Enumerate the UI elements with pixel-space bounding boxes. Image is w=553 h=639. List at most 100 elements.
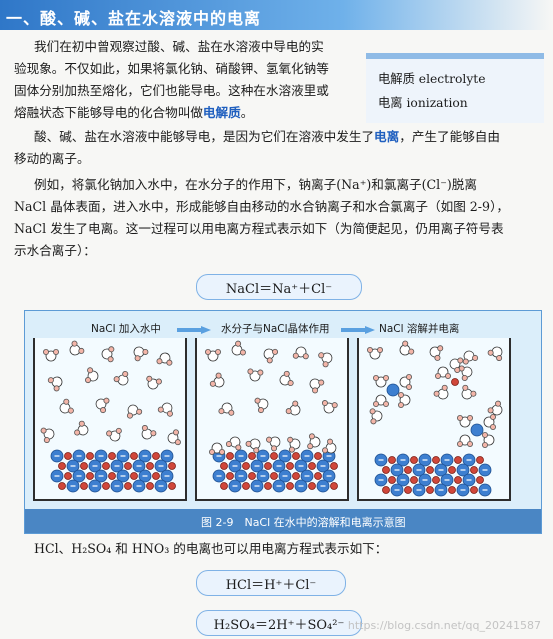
minus-sign	[76, 455, 82, 457]
sodium-ion	[264, 462, 272, 470]
oxygen-atom	[279, 374, 291, 386]
hydrogen-atom	[146, 375, 153, 382]
hydrogen-atom	[254, 397, 261, 404]
minus-sign	[378, 479, 384, 481]
hydrogen-atom	[288, 446, 295, 453]
hydrogen-atom	[205, 349, 211, 355]
sodium-ion	[410, 476, 418, 484]
water-molecule	[106, 427, 122, 442]
hydrogen-atom	[157, 406, 164, 413]
minus-sign	[444, 479, 450, 481]
figure-caption: 图 2-9 NaCl 在水中的溶解和电离示意图	[201, 516, 406, 529]
minus-sign	[326, 475, 332, 477]
hydrogen-atom	[266, 436, 273, 443]
minus-sign	[466, 459, 472, 461]
water-molecule	[74, 420, 89, 436]
hydrogen-atom	[136, 408, 143, 415]
oxygen-atom	[161, 402, 173, 414]
term-electrolyte: 电解质	[202, 105, 241, 120]
sodium-ion	[404, 486, 412, 494]
paragraph-1-line-4-text: 熔融状态下能够导电的化合物叫做	[14, 105, 203, 120]
hydrogen-atom	[496, 355, 503, 362]
hydrogen-atom	[370, 418, 377, 425]
oxygen-atom	[59, 402, 71, 414]
stage-label-1: NaCl 加入水中	[91, 323, 161, 335]
hydrogen-atom	[74, 429, 81, 436]
minus-sign	[254, 485, 260, 487]
minus-sign	[394, 489, 400, 491]
sodium-ion	[146, 482, 154, 490]
hydrogen-atom	[235, 444, 242, 451]
paragraph-3-line-3: NaCl 发生了电离。这一过程可以用电离方程式表示如下（为简便起见，仍用离子符号…	[14, 221, 504, 236]
hydrogen-atom	[398, 392, 404, 398]
minus-sign	[482, 469, 488, 471]
water-molecule	[373, 375, 389, 388]
minus-sign	[54, 475, 60, 477]
oxygen-atom	[257, 398, 269, 410]
hydrogen-atom	[495, 400, 502, 407]
water-molecule	[279, 370, 294, 387]
hydrogen-atom	[487, 407, 494, 414]
oxygen-atom	[127, 404, 139, 416]
water-molecule	[266, 436, 281, 452]
hydrogen-atom	[322, 447, 329, 454]
water-molecule	[285, 400, 301, 416]
water-molecule	[167, 429, 181, 446]
sodium-ion	[108, 472, 116, 480]
minus-sign	[400, 479, 406, 481]
sodium-ion	[308, 462, 316, 470]
hydrogen-atom	[67, 407, 74, 414]
hydrogen-atom	[225, 441, 232, 448]
hydrogen-atom	[312, 387, 319, 394]
hydrogen-atom	[302, 353, 309, 360]
hydrogen-atom	[78, 347, 85, 354]
sodium-ion	[314, 452, 322, 460]
beaker-stage-3	[357, 338, 511, 501]
water-molecule	[245, 438, 261, 454]
water-molecule	[398, 392, 411, 408]
sodium-ion	[292, 472, 300, 480]
equation-hcl: HCl＝H⁺＋Cl⁻	[196, 570, 346, 596]
hydrogen-atom	[71, 340, 78, 347]
hydrogen-atom	[408, 348, 415, 355]
hydrogen-atom	[467, 441, 473, 447]
sodium-ion	[470, 466, 478, 474]
hydrogen-atom	[53, 385, 60, 392]
minus-sign	[326, 455, 332, 457]
sodium-ion	[382, 486, 390, 494]
minus-sign	[158, 485, 164, 487]
section-title: 一、酸、碱、盐在水溶液中的电离	[6, 9, 262, 28]
arrow-right-icon	[177, 326, 211, 334]
oxygen-atom	[95, 398, 107, 410]
hydrogen-atom	[318, 379, 325, 386]
hydrogen-atom	[115, 427, 122, 434]
minus-sign	[70, 465, 76, 467]
sodium-ion	[168, 482, 176, 490]
sodium-ion	[248, 472, 256, 480]
minus-sign	[164, 455, 170, 457]
minus-sign	[76, 475, 82, 477]
sodium-ion	[102, 462, 110, 470]
hydrogen-atom	[398, 402, 404, 408]
oxygen-atom	[325, 442, 337, 454]
hydrogen-atom	[331, 402, 338, 409]
paragraph-2-text-end: ，产生了能够自由	[399, 129, 500, 144]
water-molecule	[95, 397, 110, 414]
hydrogen-atom	[113, 376, 120, 383]
oxygen-atom	[491, 346, 503, 358]
water-molecule	[429, 345, 444, 361]
hydrated-sodium-ion	[451, 378, 459, 386]
vocab-electrolyte: 电解质 electrolyte	[378, 72, 486, 86]
section-title-bar: 一、酸、碱、盐在水溶液中的电离	[0, 0, 553, 30]
water-molecule	[373, 394, 389, 407]
hydrogen-atom	[406, 384, 412, 390]
hydrogen-atom	[490, 424, 496, 430]
water-molecule	[435, 366, 451, 379]
hydrogen-atom	[209, 449, 215, 455]
oxygen-atom	[43, 428, 55, 440]
sodium-ion	[330, 482, 338, 490]
sodium-ion	[64, 472, 72, 480]
hydrogen-atom	[383, 401, 389, 407]
minus-sign	[304, 475, 310, 477]
hydrogen-atom	[47, 377, 54, 384]
